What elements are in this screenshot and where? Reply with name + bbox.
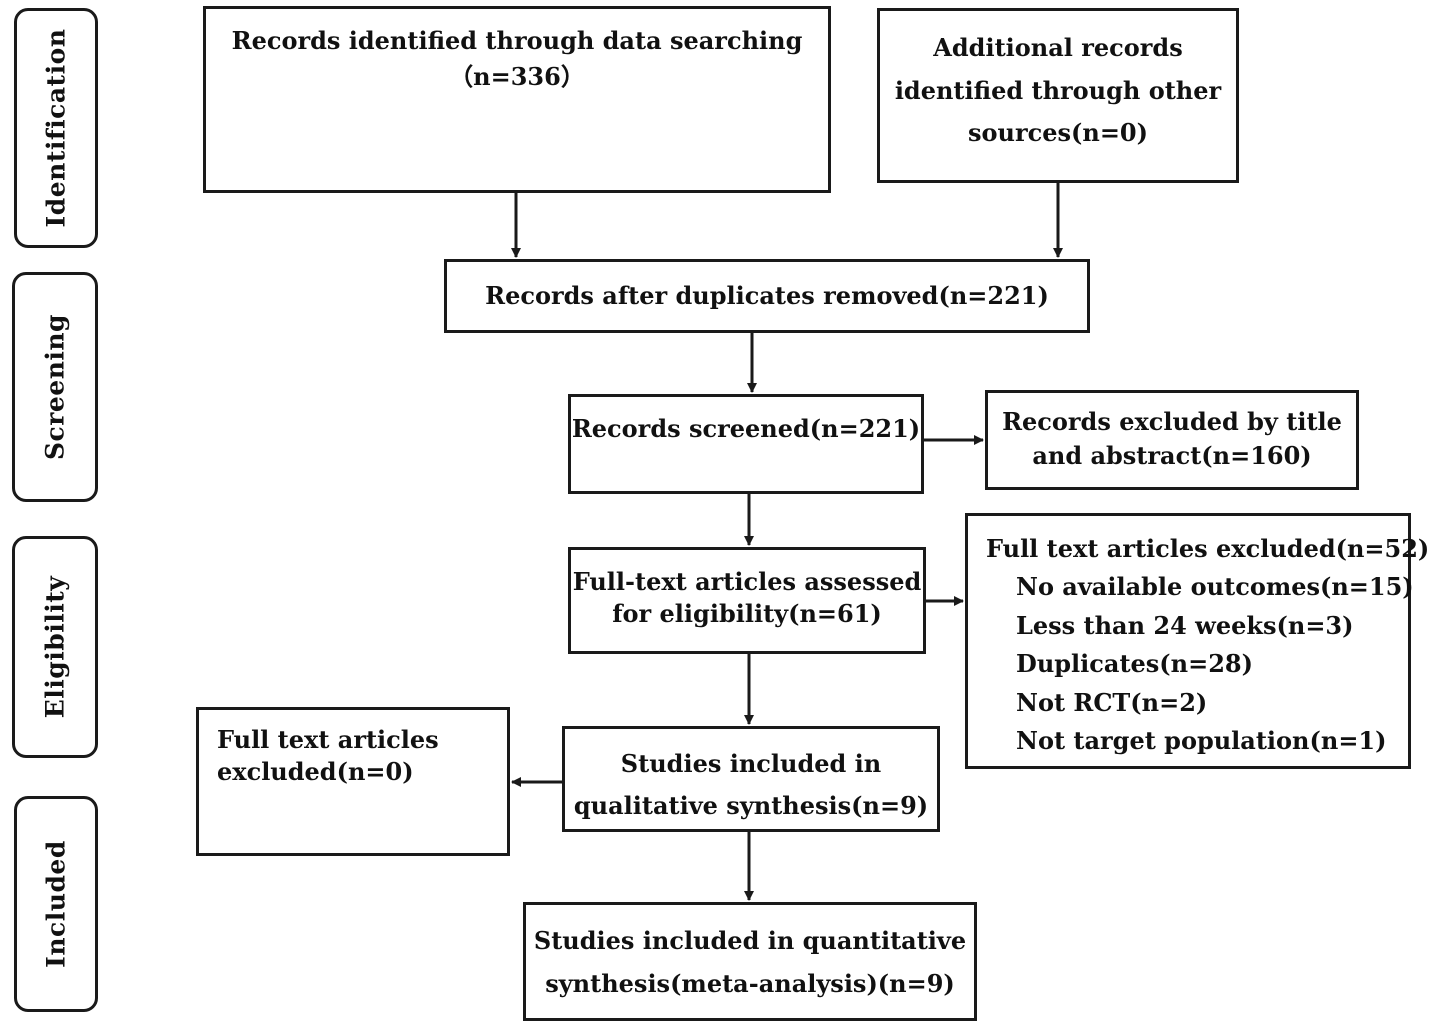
records-excluded-line2: and abstract(n=160) xyxy=(1032,440,1312,470)
additional-records-line1: Additional records xyxy=(933,33,1183,62)
exclusion-reason: Less than 24 weeks(n=3) xyxy=(1016,610,1354,640)
full-text-assessed-line1: Full-text articles assessed xyxy=(572,567,922,596)
additional-records-line2: identified through other xyxy=(894,75,1222,105)
box-qualitative-synthesis: Studies included in qualitative synthesi… xyxy=(562,726,940,832)
qualitative-line2: qualitative synthesis(n=9) xyxy=(573,791,929,820)
box-records-identified: Records identified through data searchin… xyxy=(203,6,831,193)
box-records-screened: Records screened(n=221) xyxy=(568,394,924,494)
quantitative-line2: synthesis(meta-analysis)(n=9) xyxy=(545,969,955,999)
stage-eligibility: Eligibility xyxy=(12,536,98,758)
full-text-assessed-line2: for eligibility(n=61) xyxy=(612,599,882,629)
box-full-text-assessed: Full-text articles assessed for eligibil… xyxy=(568,547,926,654)
full-text-excluded-zero-line2: excluded(n=0) xyxy=(217,757,414,787)
records-identified-line2: （n=336） xyxy=(449,62,585,91)
records-screened-text: Records screened(n=221) xyxy=(571,414,921,443)
exclusion-reason: Duplicates(n=28) xyxy=(1016,649,1253,679)
duplicates-removed-text: Records after duplicates removed(n=221) xyxy=(485,281,1049,310)
quantitative-line1: Studies included in quantitative xyxy=(533,926,967,955)
full-text-excluded-zero-line1: Full text articles xyxy=(217,725,439,754)
stage-identification: Identification xyxy=(14,8,98,248)
box-full-text-excluded: Full text articles excluded(n=52) No ava… xyxy=(965,513,1429,769)
additional-records-line3: sources(n=0) xyxy=(968,118,1148,148)
exclusion-reason: Not target population(n=1) xyxy=(1016,725,1387,755)
exclusion-reason: No available outcomes(n=15) xyxy=(1016,572,1414,602)
box-full-text-excluded-zero: Full text articles excluded(n=0) xyxy=(196,707,510,856)
qualitative-line1: Studies included in xyxy=(620,749,882,778)
exclusion-reason: Not RCT(n=2) xyxy=(1016,687,1208,717)
full-text-excluded-heading: Full text articles excluded(n=52) xyxy=(986,534,1429,563)
box-additional-records: Additional records identified through ot… xyxy=(877,8,1239,183)
box-records-excluded: Records excluded by title and abstract(n… xyxy=(985,390,1359,490)
records-excluded-line1: Records excluded by title xyxy=(1002,407,1342,436)
stage-screening: Screening xyxy=(12,272,98,502)
box-quantitative-synthesis: Studies included in quantitative synthes… xyxy=(523,902,977,1021)
stage-included: Included xyxy=(14,796,98,1012)
records-identified-line1: Records identified through data searchin… xyxy=(231,26,803,55)
box-duplicates-removed: Records after duplicates removed(n=221) xyxy=(444,259,1090,333)
